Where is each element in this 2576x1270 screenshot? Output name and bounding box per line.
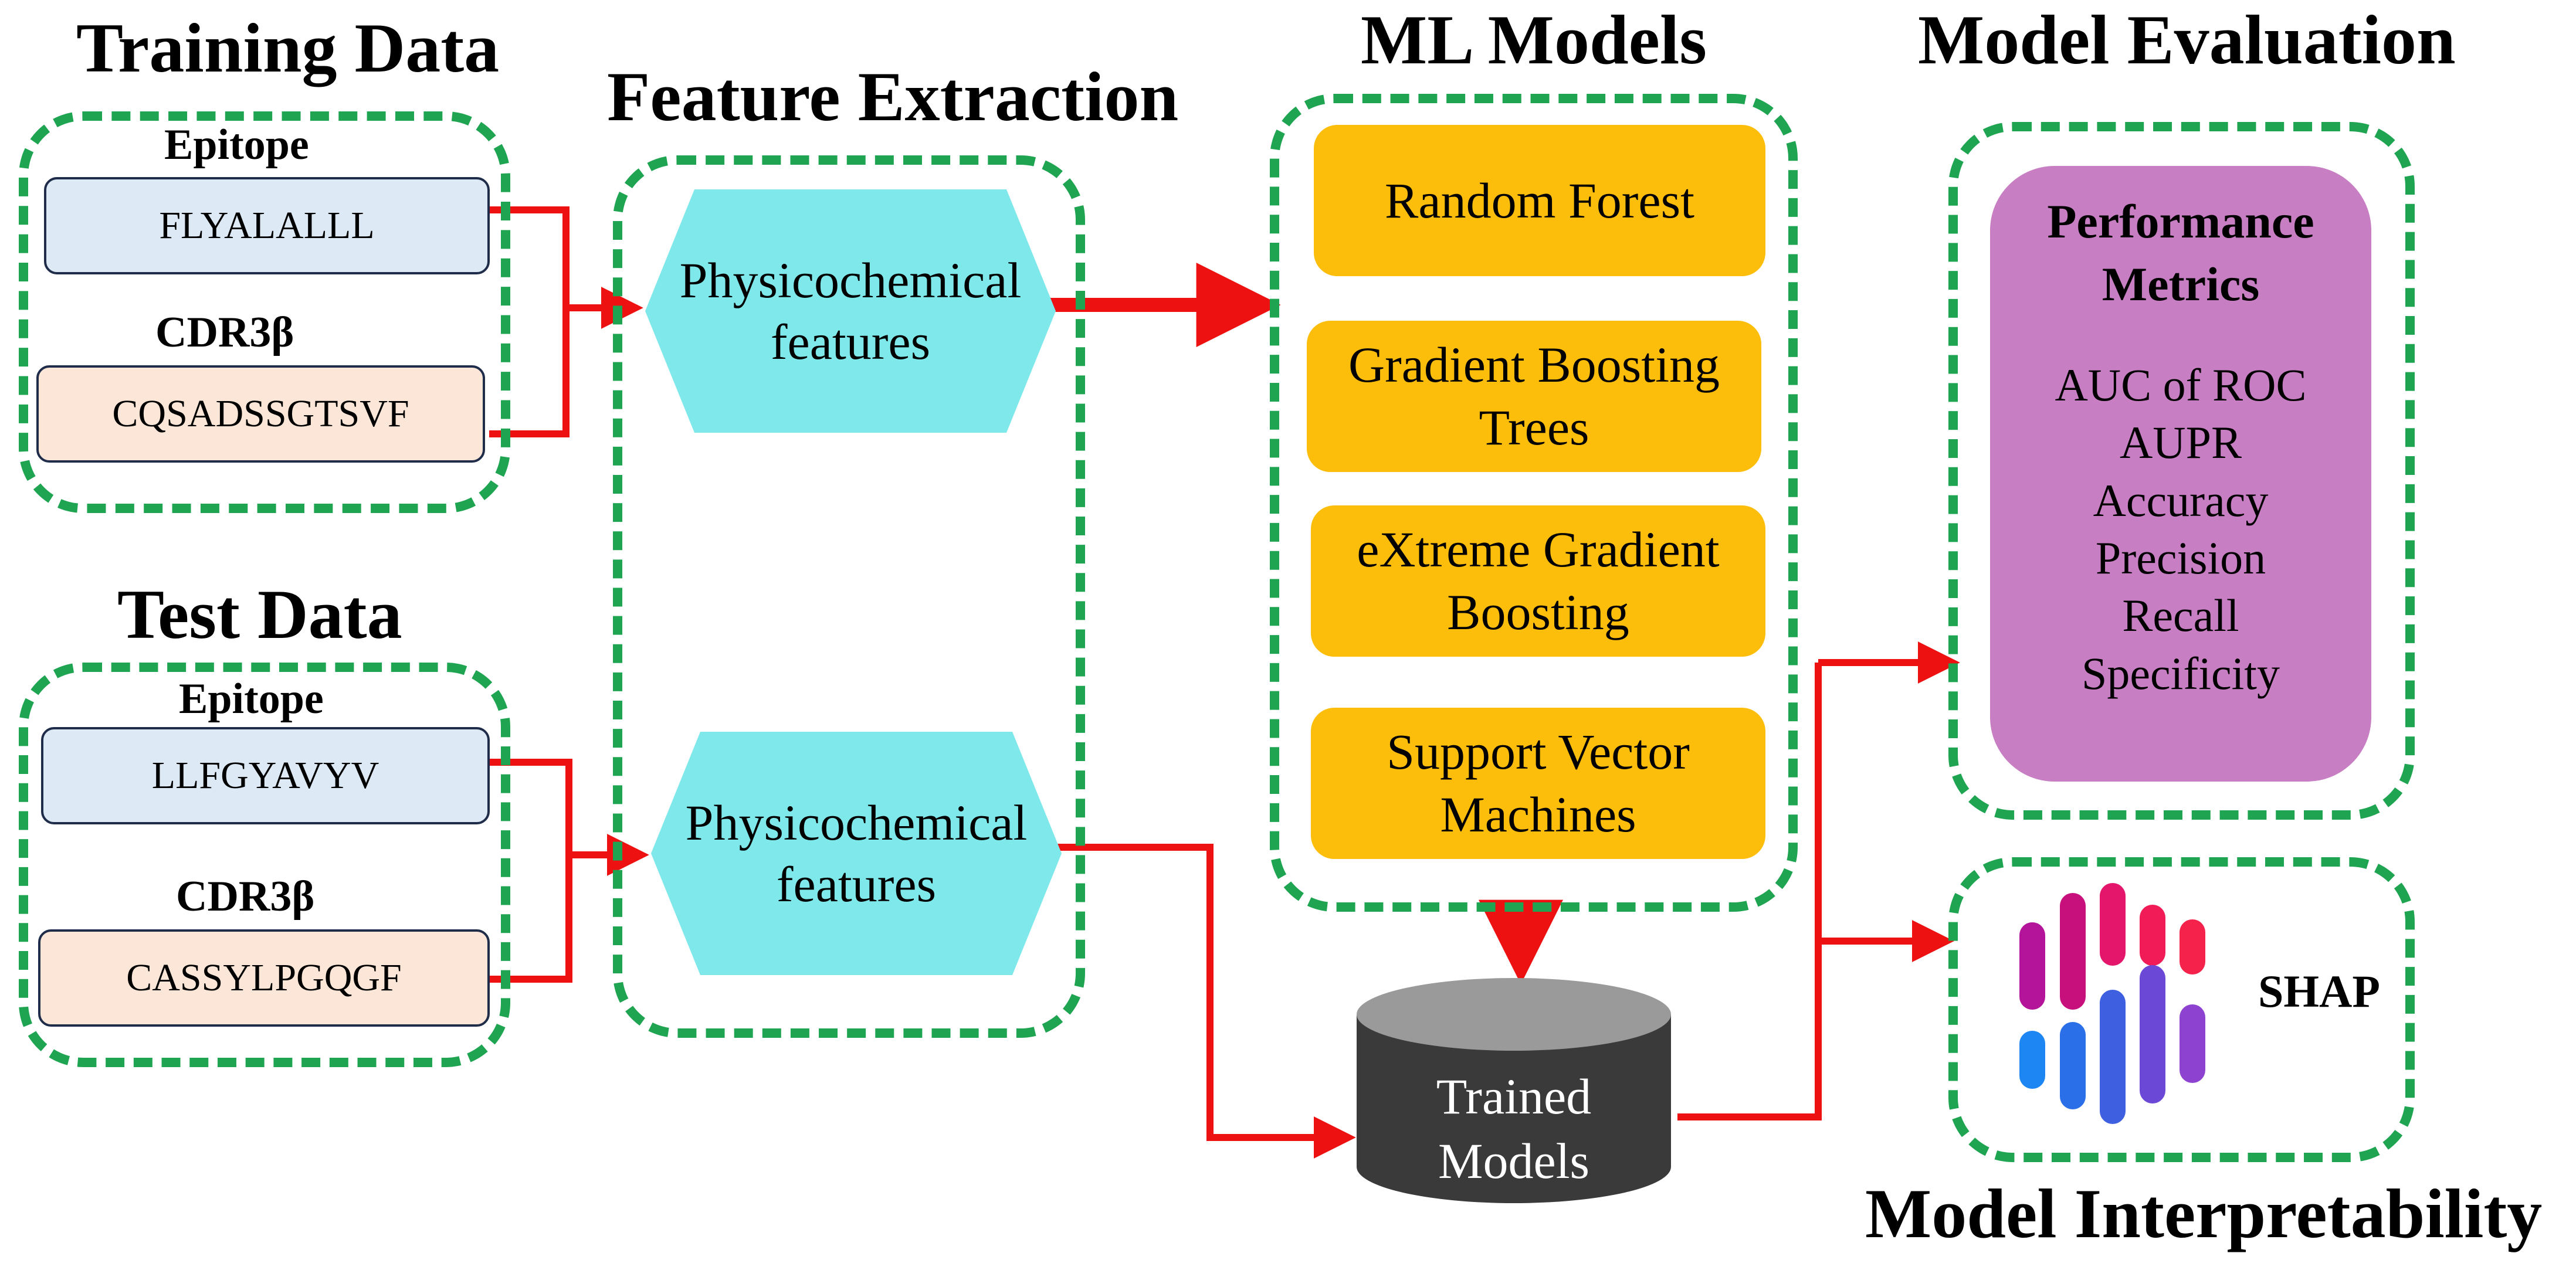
- model-interpretability-title: Model Interpretability: [1865, 1174, 2543, 1252]
- training-data-group: [19, 111, 510, 513]
- test-cdr3b-label: CDR3β: [176, 872, 315, 921]
- arrow-test-epitope: [489, 759, 572, 855]
- arrow-test-cdr: [489, 855, 572, 983]
- metric-item: Precision: [2095, 532, 2266, 583]
- trained-models-cylinder: [1357, 978, 1671, 1203]
- test-epitope-sequence: LLFGYAVYV: [41, 727, 490, 824]
- test-epitope-label: Epitope: [179, 675, 324, 723]
- arrow-trained-out: [1677, 663, 1822, 1120]
- training-cdr3b-sequence: CQSADSSGTSVF: [36, 365, 485, 463]
- arrow-training-epitope: [489, 206, 570, 308]
- model-interpretability-group: [1948, 857, 2415, 1162]
- model-evaluation-title: Model Evaluation: [1918, 1, 2456, 79]
- metric-item: Accuracy: [2093, 474, 2269, 526]
- training-epitope-sequence: FLYALALLL: [44, 177, 490, 274]
- ml-models-group: [1270, 94, 1798, 912]
- ml-models-title: ML Models: [1361, 1, 1707, 79]
- training-cdr3b-label: CDR3β: [155, 308, 294, 356]
- training-epitope-label: Epitope: [164, 121, 309, 169]
- arrow-features-to-trained: [1056, 844, 1356, 1159]
- arrow-training-cdr: [489, 308, 570, 437]
- metric-item: Specificity: [2082, 647, 2280, 699]
- training-data-title: Training Data: [76, 9, 500, 87]
- test-data-title: Test Data: [117, 575, 402, 653]
- test-data-group: [19, 663, 510, 1067]
- shap-logo-icon: [2019, 883, 2205, 1124]
- feature-extraction-title: Feature Extraction: [607, 57, 1179, 135]
- model-random-forest: Random Forest: [1314, 125, 1765, 276]
- feature-extraction-group: [613, 155, 1085, 1038]
- shap-label: SHAP: [2258, 966, 2381, 1017]
- model-evaluation-group: [1948, 122, 2415, 820]
- test-cdr3b-sequence: CASSYLPGQGF: [38, 929, 490, 1027]
- metric-item: AUC of ROC: [2055, 359, 2307, 411]
- metric-item: AUPR: [2119, 417, 2242, 468]
- metric-item: Recall: [2122, 590, 2239, 641]
